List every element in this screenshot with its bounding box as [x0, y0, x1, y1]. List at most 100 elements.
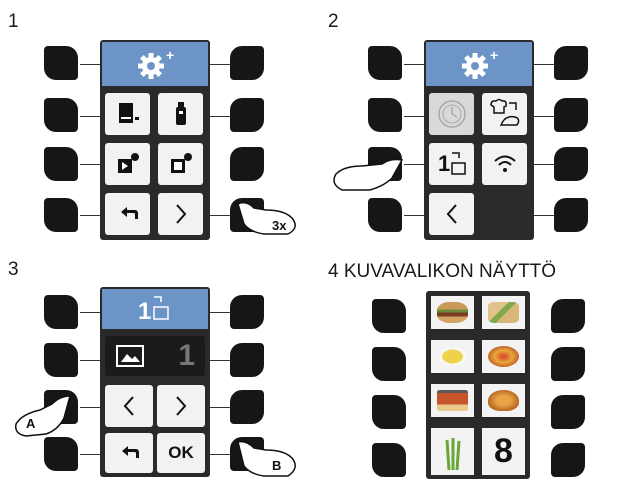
step-4-label: 4 KUVAVALIKON NÄYTTÖ — [328, 261, 557, 282]
chevron-right-icon — [175, 204, 186, 224]
right-button-1[interactable] — [230, 295, 264, 329]
callout-a: A — [26, 416, 36, 431]
connector — [534, 64, 554, 65]
image-number-button[interactable]: 1 — [429, 143, 474, 185]
food-item-sandwich[interactable] — [482, 296, 525, 329]
left-button-2[interactable] — [372, 347, 406, 381]
left-button-4[interactable] — [368, 198, 402, 232]
next-button[interactable] — [157, 385, 205, 427]
svg-text:+: + — [166, 47, 174, 63]
back-button[interactable] — [105, 193, 150, 235]
page-number: 8 — [494, 432, 513, 470]
hand-pointer-icon — [14, 395, 71, 437]
screen-settings-icon — [117, 153, 139, 173]
right-button-1[interactable] — [230, 46, 264, 80]
left-button-1[interactable] — [372, 299, 406, 333]
chevron-left-icon — [123, 396, 134, 416]
image-icon — [116, 345, 144, 367]
document-export-button[interactable] — [105, 93, 150, 135]
left-button-3[interactable] — [44, 147, 78, 181]
wifi-icon — [493, 155, 516, 172]
connector — [80, 64, 100, 65]
connector — [80, 360, 100, 361]
right-button-4[interactable] — [554, 198, 588, 232]
left-button-2[interactable] — [368, 98, 402, 132]
image-number-value: 1 — [178, 339, 195, 372]
connector — [210, 215, 230, 216]
connector — [210, 64, 230, 65]
right-button-2[interactable] — [230, 343, 264, 377]
connector — [534, 215, 554, 216]
right-button-1[interactable] — [551, 299, 585, 333]
screen-settings-icon — [170, 153, 192, 173]
connector — [534, 116, 554, 117]
left-button-2[interactable] — [44, 98, 78, 132]
screen-settings-button-a[interactable] — [105, 143, 150, 185]
food-item-pizza[interactable] — [482, 340, 525, 373]
food-item-pasta[interactable] — [431, 340, 474, 373]
connector — [404, 215, 424, 216]
right-button-3[interactable] — [230, 147, 264, 181]
previous-button[interactable] — [429, 193, 474, 235]
step-3-label: 3 — [8, 259, 19, 280]
right-button-3[interactable] — [230, 390, 264, 424]
hand-pointer-icon — [333, 158, 404, 191]
ok-button[interactable]: OK — [157, 433, 205, 473]
chef-swap-button[interactable] — [482, 93, 527, 135]
left-button-4[interactable] — [372, 443, 406, 477]
left-button-4[interactable] — [44, 437, 78, 471]
chevron-left-icon — [446, 204, 457, 224]
right-button-2[interactable] — [551, 347, 585, 381]
left-button-1[interactable] — [44, 46, 78, 80]
right-button-2[interactable] — [230, 98, 264, 132]
right-button-1[interactable] — [554, 46, 588, 80]
settings-plus-icon: + — [138, 47, 174, 79]
right-button-4[interactable] — [551, 443, 585, 477]
screen-settings-button-b[interactable] — [158, 143, 203, 185]
step-2-label: 2 — [328, 11, 339, 32]
back-arrow-icon — [122, 446, 139, 458]
usb-button[interactable] — [158, 93, 203, 135]
back-button[interactable] — [105, 433, 153, 473]
connector — [404, 164, 424, 165]
image-number-icon: 1 — [438, 151, 466, 176]
food-item-burger[interactable] — [431, 296, 474, 329]
panel-3-header: 1 — [102, 289, 208, 329]
connector — [210, 360, 230, 361]
image-number-icon: 1 — [138, 296, 169, 325]
food-item-asparagus[interactable] — [431, 428, 474, 475]
wifi-button[interactable] — [482, 143, 527, 185]
svg-text:+: + — [490, 47, 498, 63]
press-count-label: 3x — [272, 218, 287, 233]
panel-2-header: + — [426, 42, 532, 86]
next-button[interactable] — [158, 193, 203, 235]
left-button-4[interactable] — [44, 198, 78, 232]
connector — [210, 312, 230, 313]
connector — [404, 64, 424, 65]
left-button-1[interactable] — [368, 46, 402, 80]
right-button-3[interactable] — [554, 147, 588, 181]
previous-button[interactable] — [105, 385, 153, 427]
hand-pointer-icon — [237, 201, 296, 235]
page-number-box: 8 — [482, 428, 525, 475]
clock-button[interactable] — [429, 93, 474, 135]
step-1-label: 1 — [8, 11, 19, 32]
settings-plus-icon: + — [462, 47, 498, 79]
svg-text:1: 1 — [138, 298, 151, 325]
ok-label: OK — [168, 443, 194, 462]
back-arrow-icon — [120, 207, 138, 219]
food-item-croissant[interactable] — [482, 384, 525, 417]
left-button-1[interactable] — [44, 295, 78, 329]
right-button-3[interactable] — [551, 395, 585, 429]
right-button-2[interactable] — [554, 98, 588, 132]
connector — [80, 407, 100, 408]
panel-1-header: + — [102, 42, 208, 86]
chef-swap-icon — [489, 98, 519, 126]
left-button-2[interactable] — [44, 343, 78, 377]
clock-icon — [437, 100, 466, 128]
asparagus-icon — [445, 438, 461, 471]
callout-b: B — [272, 458, 282, 473]
food-item-lasagna[interactable] — [431, 384, 474, 417]
left-button-3[interactable] — [372, 395, 406, 429]
chevron-right-icon — [176, 396, 187, 416]
